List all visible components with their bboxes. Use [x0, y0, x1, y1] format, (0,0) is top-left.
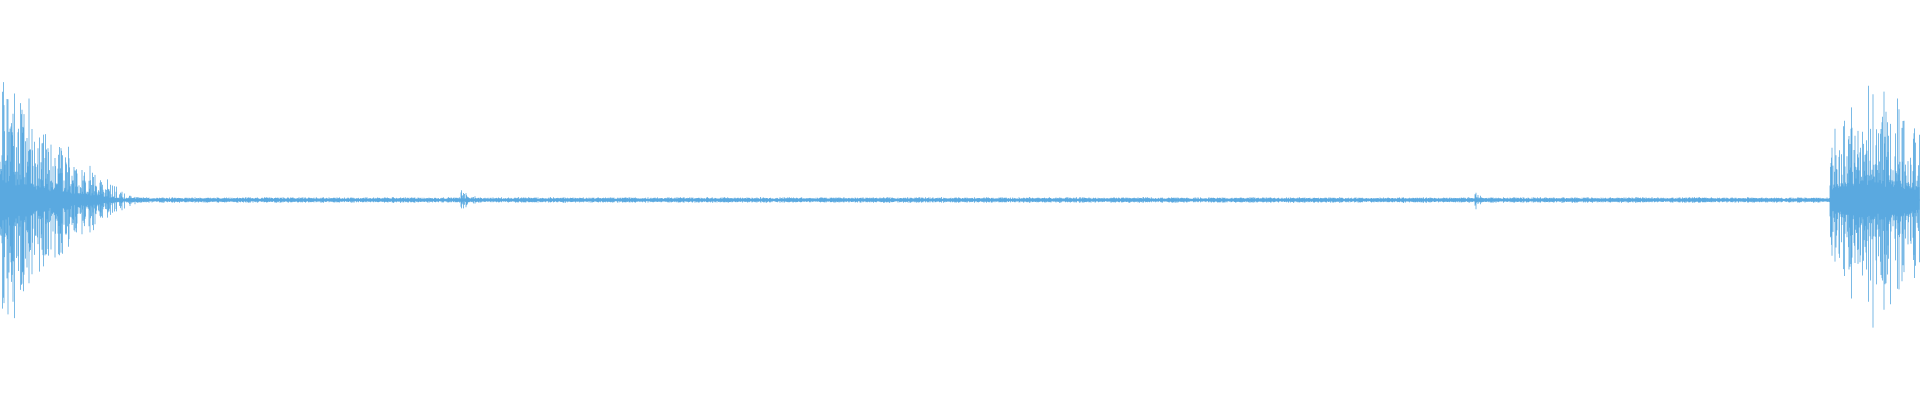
waveform-signal — [0, 82, 1920, 328]
waveform-bars — [0, 82, 1920, 328]
